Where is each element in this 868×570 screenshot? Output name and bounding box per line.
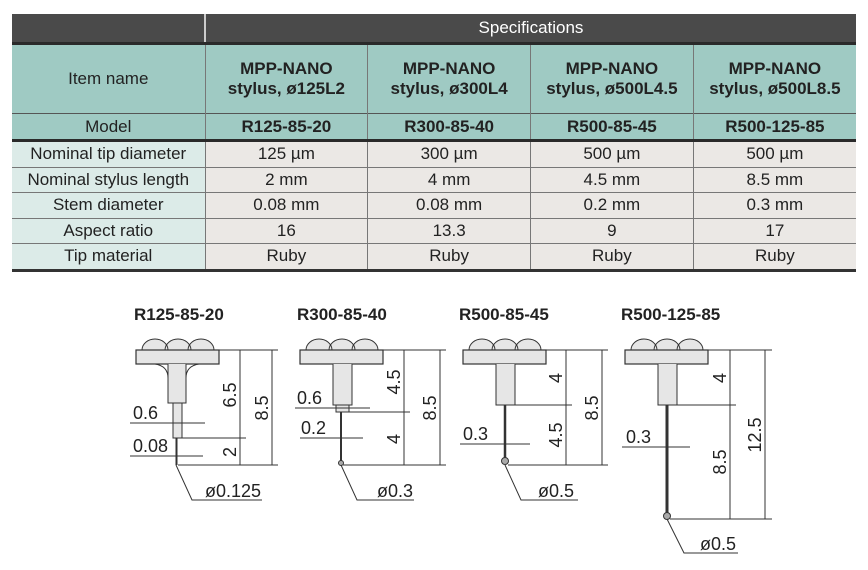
dim-label: 2 — [220, 447, 240, 457]
dim-label: 8.5 — [710, 449, 730, 474]
stylus-drawing-r300 — [295, 338, 446, 501]
dim-label: 4 — [384, 434, 404, 444]
tip-diameter-label: ø0.5 — [538, 481, 574, 501]
drawing-title: R500-125-85 — [621, 305, 720, 324]
item-name-label: Item name — [12, 43, 205, 114]
dim-label: 4 — [710, 373, 730, 383]
tip-diameter-label: ø0.5 — [700, 534, 736, 554]
specifications-header: Specifications — [204, 14, 856, 45]
dim-label: 0.3 — [626, 427, 651, 447]
corner-cell — [12, 14, 206, 45]
drawing-title: R500-85-45 — [459, 305, 549, 324]
dim-label: 6.5 — [220, 382, 240, 407]
stylus-drawing-r500-45 — [460, 338, 608, 501]
stylus-drawing-r125 — [130, 338, 278, 501]
drawing-title: R125-85-20 — [134, 305, 224, 324]
dim-label: 4 — [546, 373, 566, 383]
dim-label: 8.5 — [420, 395, 440, 420]
dim-label: 8.5 — [252, 395, 272, 420]
stylus-drawings: R125-85-20 R300-85-40 R500-85-45 R500-12… — [130, 305, 772, 554]
dim-label: 4.5 — [384, 369, 404, 394]
dim-label: 4.5 — [546, 422, 566, 447]
model-cell: R125-85-20 — [204, 113, 368, 142]
model-cell: R500-125-85 — [692, 113, 856, 142]
dim-label: 0.2 — [301, 418, 326, 438]
model-cell: R300-85-40 — [367, 113, 531, 142]
stylus-drawing-r500-125 — [622, 338, 772, 554]
tip-diameter-label: ø0.3 — [377, 481, 413, 501]
dim-label: 12.5 — [745, 417, 765, 452]
model-label: Model — [12, 113, 205, 142]
dim-label: 8.5 — [582, 395, 602, 420]
dim-label: 0.3 — [463, 424, 488, 444]
dim-label: 0.08 — [133, 436, 168, 456]
dim-label: 0.6 — [297, 388, 322, 408]
tip-diameter-label: ø0.125 — [205, 481, 261, 501]
dim-label: 0.6 — [133, 403, 158, 423]
drawing-title: R300-85-40 — [297, 305, 387, 324]
model-cell: R500-85-45 — [530, 113, 694, 142]
